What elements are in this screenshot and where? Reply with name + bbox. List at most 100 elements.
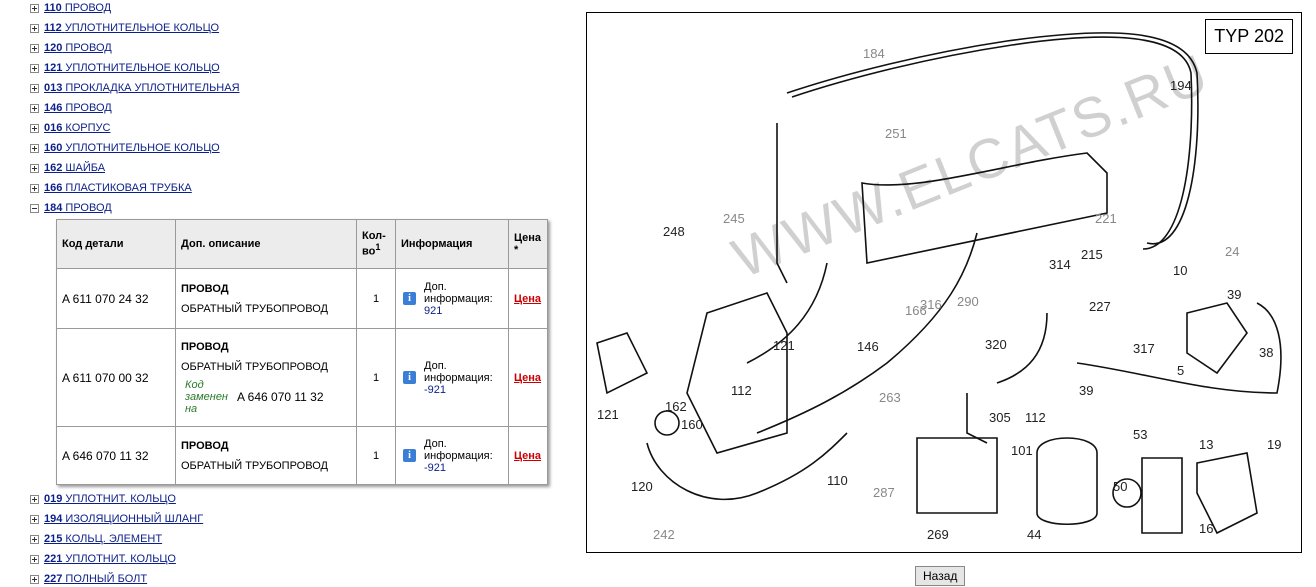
tree-item-112[interactable]: 112 УПЛОТНИТЕЛЬНОЕ КОЛЬЦО [30,20,219,36]
expand-icon[interactable] [30,63,39,73]
tree-item-160[interactable]: 160 УПЛОТНИТЕЛЬНОЕ КОЛЬЦО [30,140,220,156]
callout-label[interactable]: 194 [1170,78,1192,93]
tree-item-link[interactable]: 162 ШАЙБА [44,162,106,174]
tree-item-146[interactable]: 146 ПРОВОД [30,100,112,116]
expand-icon[interactable] [30,103,39,113]
tree-item-link[interactable]: 146 ПРОВОД [44,102,112,114]
tree-item-link[interactable]: 221 УПЛОТНИТ. КОЛЬЦО [44,553,176,565]
expand-icon[interactable] [30,163,39,173]
tree-item-013[interactable]: 013 ПРОКЛАДКА УПЛОТНИТЕЛЬНАЯ [30,80,240,96]
price-link[interactable]: Цена [514,449,542,462]
tree-item-019[interactable]: 019 УПЛОТНИТ. КОЛЬЦО [30,491,176,507]
callout-label[interactable]: 121 [597,407,619,422]
tree-item-link[interactable]: 215 КОЛЬЦ. ЭЛЕМЕНТ [44,533,163,545]
tree-item-162[interactable]: 162 ШАЙБА [30,160,105,176]
tree-item-link[interactable]: 194 ИЗОЛЯЦИОННЫЙ ШЛАНГ [44,513,204,525]
callout-label[interactable]: 39 [1079,383,1094,398]
callout-label[interactable]: 305 [989,410,1011,425]
tree-item-link[interactable]: 019 УПЛОТНИТ. КОЛЬЦО [44,493,176,505]
callout-label[interactable]: 160 [681,417,703,432]
callout-label[interactable]: 146 [857,339,879,354]
tree-item-120[interactable]: 120 ПРОВОД [30,40,112,56]
expand-icon[interactable] [30,123,39,133]
tree-item-110[interactable]: 110 ПРОВОД [30,0,111,16]
expand-icon[interactable] [30,183,39,193]
expand-icon[interactable] [30,143,39,153]
expand-icon[interactable] [30,83,39,93]
callout-label[interactable]: 10 [1173,263,1188,278]
callout-label[interactable]: 316 [920,297,942,312]
callout-label[interactable]: 110 [827,473,848,488]
callout-label[interactable]: 24 [1225,244,1240,259]
callout-label[interactable]: 101 [1011,443,1033,458]
tree-item-215[interactable]: 215 КОЛЬЦ. ЭЛЕМЕНТ [30,531,162,547]
tree-item-link[interactable]: 121 УПЛОТНИТЕЛЬНОЕ КОЛЬЦО [44,62,220,74]
info-icon[interactable]: i [403,449,416,462]
callout-label[interactable]: 251 [885,126,907,141]
part-qty: 1 [356,426,396,485]
callout-label[interactable]: 287 [873,485,895,500]
callout-label[interactable]: 215 [1081,247,1103,262]
callout-label[interactable]: 39 [1227,287,1242,302]
expand-icon[interactable] [30,23,39,33]
callout-label[interactable]: 19 [1267,437,1282,452]
callout-label[interactable]: 166 [905,303,927,318]
callout-label[interactable]: 263 [879,390,901,405]
callout-label[interactable]: 53 [1133,427,1148,442]
callout-label[interactable]: 317 [1133,341,1155,356]
info-link[interactable]: -921 [424,383,447,396]
callout-label[interactable]: 112 [1025,410,1046,425]
price-link[interactable]: Цена [514,292,542,305]
callout-label[interactable]: 44 [1027,527,1042,542]
callout-label[interactable]: 227 [1089,299,1111,314]
callout-label[interactable]: 184 [863,46,885,61]
back-button[interactable]: Назад [915,566,966,586]
callout-label[interactable]: 112 [731,383,752,398]
info-link[interactable]: 921 [424,304,443,317]
tree-item-121[interactable]: 121 УПЛОТНИТЕЛЬНОЕ КОЛЬЦО [30,60,220,76]
expand-icon[interactable] [30,514,39,524]
expand-icon[interactable] [30,3,39,13]
callout-label[interactable]: 13 [1199,437,1214,452]
callout-label[interactable]: 38 [1259,345,1274,360]
callout-label[interactable]: 221 [1095,211,1117,226]
expand-icon[interactable] [30,43,39,53]
tree-item-link[interactable]: 112 УПЛОТНИТЕЛЬНОЕ КОЛЬЦО [44,22,220,34]
expand-icon[interactable] [30,494,39,504]
callout-label[interactable]: 245 [723,211,745,226]
callout-label[interactable]: 16 [1199,521,1214,536]
callout-label[interactable]: 269 [927,527,949,542]
callout-label[interactable]: 120 [631,479,653,494]
tree-item-link[interactable]: 166 ПЛАСТИКОВАЯ ТРУБКА [44,182,192,194]
tree-item-link[interactable]: 110 ПРОВОД [44,2,112,14]
tree-item-link[interactable]: 227 ПОЛНЫЙ БОЛТ [44,573,148,585]
tree-item-184[interactable]: 184 ПРОВОД [30,200,112,216]
callout-label[interactable]: 242 [653,527,675,542]
tree-item-016[interactable]: 016 КОРПУС [30,120,110,136]
expand-icon[interactable] [30,554,39,564]
callout-label[interactable]: 5 [1177,363,1185,378]
tree-item-link[interactable]: 120 ПРОВОД [44,42,112,54]
info-link[interactable]: -921 [424,461,447,474]
callout-label[interactable]: 162 [665,399,687,414]
tree-item-227[interactable]: 227 ПОЛНЫЙ БОЛТ [30,571,147,587]
callout-label[interactable]: 50 [1113,479,1128,494]
expand-icon[interactable] [30,534,39,544]
callout-label[interactable]: 121 [773,338,795,353]
callout-label[interactable]: 320 [985,337,1007,352]
callout-label[interactable]: 314 [1049,257,1071,272]
tree-item-194[interactable]: 194 ИЗОЛЯЦИОННЫЙ ШЛАНГ [30,511,203,527]
tree-item-166[interactable]: 166 ПЛАСТИКОВАЯ ТРУБКА [30,180,192,196]
callout-label[interactable]: 290 [957,294,979,309]
info-icon[interactable]: i [403,292,416,305]
tree-item-link[interactable]: 160 УПЛОТНИТЕЛЬНОЕ КОЛЬЦО [44,142,220,154]
tree-item-link[interactable]: 184 ПРОВОД [44,202,112,214]
tree-item-link[interactable]: 016 КОРПУС [44,122,111,134]
callout-label[interactable]: 248 [663,224,685,239]
info-icon[interactable]: i [403,371,416,384]
expand-icon[interactable] [30,574,39,584]
tree-item-link[interactable]: 013 ПРОКЛАДКА УПЛОТНИТЕЛЬНАЯ [44,82,240,94]
price-link[interactable]: Цена [514,371,542,384]
tree-item-221[interactable]: 221 УПЛОТНИТ. КОЛЬЦО [30,551,176,567]
collapse-icon[interactable] [30,203,39,213]
